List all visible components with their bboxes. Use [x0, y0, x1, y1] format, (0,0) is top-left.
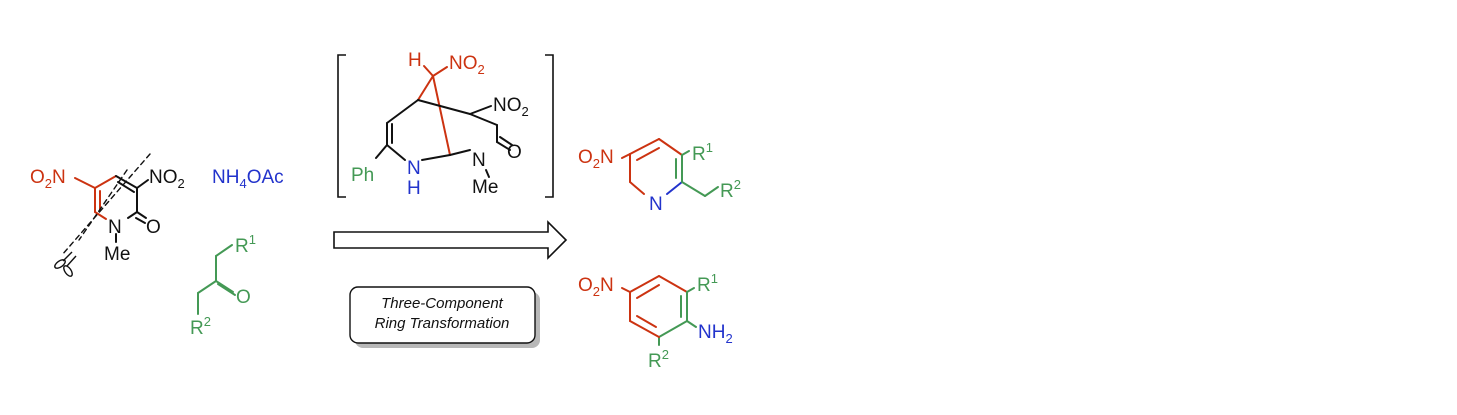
intermediate-nitro-top: NO2 — [449, 53, 485, 77]
intermediate-n-methyl: Me — [472, 177, 498, 198]
ketone-r1: R1 — [235, 232, 256, 257]
pyridine-ring-nitrogen: N — [649, 194, 663, 215]
pyridine-r1: R1 — [692, 140, 713, 165]
scissors-icon — [54, 251, 77, 277]
ketone-r2: R2 — [190, 314, 211, 339]
nitroaniline-product-structure — [621, 275, 697, 346]
pyridine-r2: R2 — [720, 177, 741, 202]
bicyclic-intermediate-structure — [375, 65, 513, 178]
intermediate-brackets — [337, 54, 554, 198]
nitropyridine-product-structure — [621, 138, 719, 197]
pyridone-ring-nitrogen: N — [108, 217, 122, 238]
ketone-structure — [197, 244, 236, 315]
pyridone-carbonyl-oxygen: O — [146, 217, 161, 238]
pyridone-nitro-5: O2N — [30, 167, 66, 191]
reaction-arrow — [333, 220, 568, 260]
reaction-type-line2: Ring Transformation — [375, 315, 510, 332]
intermediate-amine-nitrogen: N — [407, 158, 421, 179]
intermediate-nitro-right: NO2 — [493, 95, 529, 119]
ammonium-acetate: NH4OAc — [212, 167, 284, 191]
pyridine-nitro: O2N — [578, 147, 614, 171]
pyridone-nitro-3: NO2 — [149, 167, 185, 191]
aniline-nitro: O2N — [578, 275, 614, 299]
ketone-oxygen: O — [236, 287, 251, 308]
intermediate-h: H — [408, 50, 422, 71]
aniline-r1: R1 — [697, 271, 718, 296]
intermediate-amine-hydrogen: H — [407, 178, 421, 199]
intermediate-carbonyl-oxygen: O — [507, 142, 522, 163]
pyridone-n-methyl: Me — [104, 244, 130, 265]
aniline-amino: NH2 — [698, 322, 733, 346]
intermediate-phenyl: Ph — [351, 165, 374, 186]
dinitropyridone-structure — [61, 153, 151, 256]
aniline-r2: R2 — [648, 347, 669, 372]
intermediate-amide-nitrogen: N — [472, 150, 486, 171]
reaction-type-line1: Three-Component — [381, 295, 504, 312]
reaction-type-box: Three-Component Ring Transformation — [349, 286, 540, 348]
